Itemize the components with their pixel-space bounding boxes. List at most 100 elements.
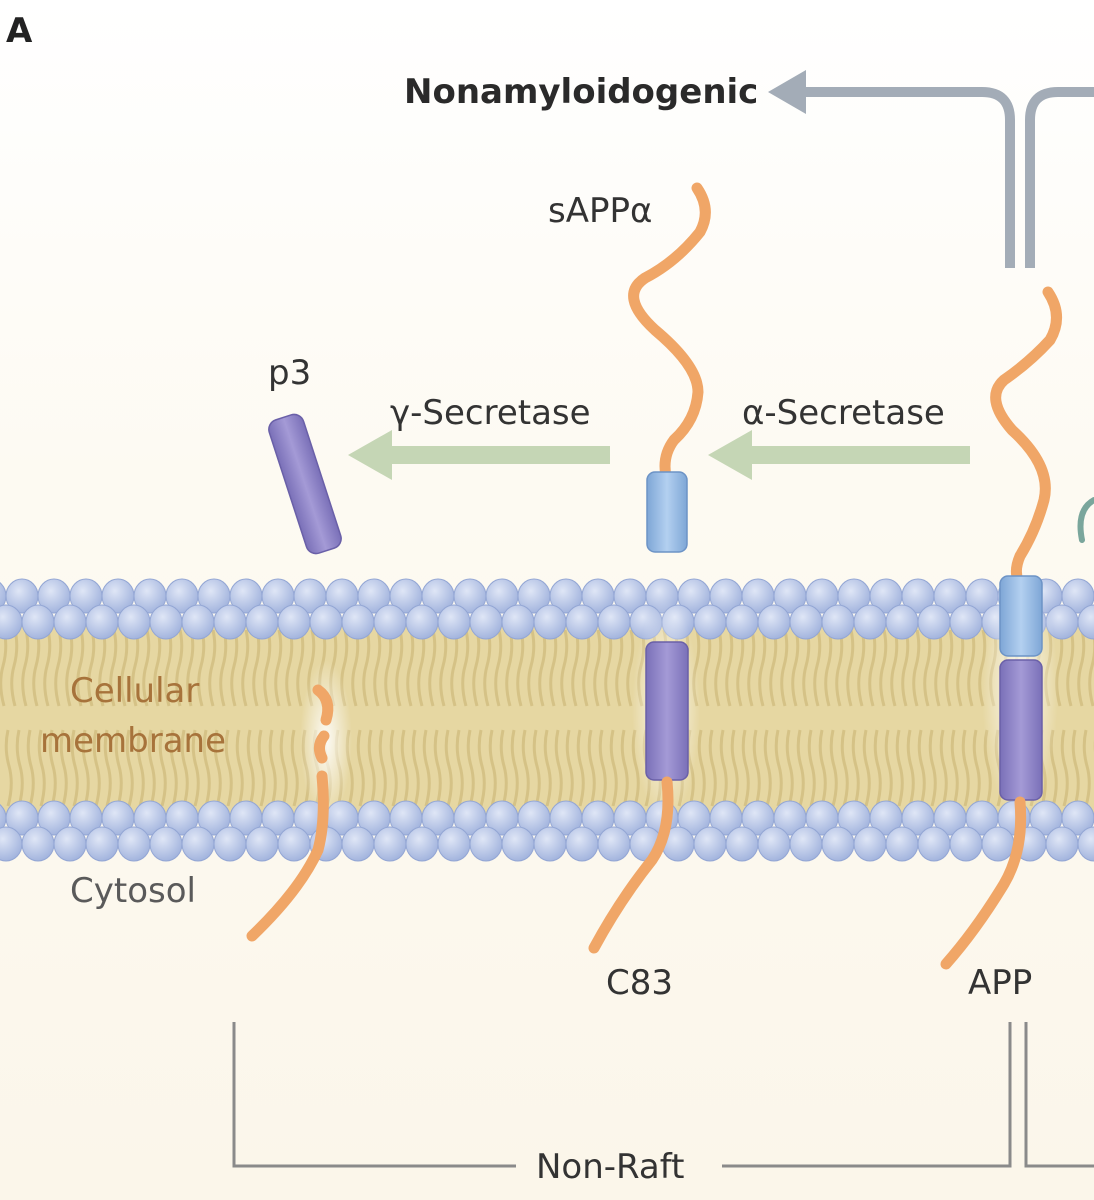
lipid-tail-upper	[109, 629, 118, 707]
lipid-head	[789, 826, 823, 862]
pathway-title: Nonamyloidogenic	[404, 72, 758, 112]
lipid-tail-upper	[758, 629, 767, 707]
lipid-tail-lower	[741, 729, 750, 807]
lipid-tail-upper	[604, 629, 613, 707]
lipid-tail-lower	[400, 729, 409, 807]
lipid-tail-upper	[76, 629, 85, 707]
lipid-head	[853, 826, 887, 862]
offscreen-protein	[1077, 497, 1094, 543]
lipid-tail-lower	[433, 729, 442, 807]
app-jm-domain	[999, 575, 1043, 657]
lipid-tail-upper	[208, 629, 217, 707]
lipid-head	[853, 604, 887, 640]
lipid-tail-lower	[4, 729, 13, 807]
lipid-tail-upper	[593, 629, 602, 707]
lipid-head	[917, 826, 951, 862]
lipid-tail-lower	[1060, 729, 1069, 807]
lipid-head	[437, 826, 471, 862]
alpha-secretase-label: α-Secretase	[742, 393, 945, 433]
alpha-secretase-arrowhead	[708, 430, 752, 480]
lipid-tail-lower	[37, 729, 46, 807]
lipid-tail-lower	[15, 729, 24, 807]
lipid-tail-lower	[81, 729, 90, 807]
lipid-head	[309, 604, 343, 640]
lipid-tail-lower	[587, 729, 596, 807]
lipid-tail-lower	[598, 729, 607, 807]
lipid-tail-lower	[862, 729, 871, 807]
lipid-tail-upper	[362, 629, 371, 707]
non-raft-label: Non-Raft	[536, 1147, 684, 1187]
lipid-tail-lower	[829, 729, 838, 807]
lipid-tail-upper	[527, 629, 536, 707]
lipid-tail-upper	[802, 629, 811, 707]
lipid-tail-upper	[428, 629, 437, 707]
lipid-tail-upper	[263, 629, 272, 707]
lipid-tail-upper	[626, 629, 635, 707]
membrane-label-line1: Cellular	[70, 671, 199, 711]
lipid-head	[117, 826, 151, 862]
lipid-tail-lower	[543, 729, 552, 807]
lipid-head	[245, 826, 279, 862]
lipid-tail-lower	[136, 729, 145, 807]
lipid-heads	[0, 578, 1094, 862]
c83-cytosolic-tail	[588, 776, 674, 954]
lipid-tail-upper	[1066, 629, 1075, 707]
lipid-head	[725, 604, 759, 640]
lipid-head	[533, 826, 567, 862]
lipid-tail-lower	[257, 729, 266, 807]
lipid-tail-upper	[395, 629, 404, 707]
lipid-tail-lower	[147, 729, 156, 807]
lipid-tail-lower	[59, 729, 68, 807]
lipid-tail-lower	[917, 729, 926, 807]
lipid-tail-upper	[505, 629, 514, 707]
lipid-head	[341, 826, 375, 862]
lipid-tail-upper	[923, 629, 932, 707]
lipid-tail-upper	[483, 629, 492, 707]
lipid-tail-lower	[730, 729, 739, 807]
lipid-head	[821, 826, 855, 862]
lipid-tail-lower	[488, 729, 497, 807]
lipid-tail-upper	[769, 629, 778, 707]
p3-fragment	[268, 413, 342, 555]
lipid-tail-upper	[835, 629, 844, 707]
lipid-tail-lower	[510, 729, 519, 807]
alpha-secretase-arrow-shaft	[742, 446, 970, 464]
lipid-tail-upper	[120, 629, 129, 707]
lipid-tail-upper	[978, 629, 987, 707]
lipid-tail-upper	[615, 629, 624, 707]
non-raft-bracket	[232, 1022, 1012, 1168]
lipid-tail-lower	[422, 729, 431, 807]
nonamyloidogenic-pathway-arrow	[800, 87, 1015, 268]
panel-letter: A	[6, 11, 33, 51]
lipid-head	[757, 826, 791, 862]
lipid-tail-upper	[714, 629, 723, 707]
lipid-tail-upper	[461, 629, 470, 707]
lipid-head	[277, 826, 311, 862]
lipid-tail-upper	[857, 629, 866, 707]
lipid-head	[277, 604, 311, 640]
lipid-tail-upper	[10, 629, 19, 707]
lipid-head	[533, 604, 567, 640]
lipid-head	[693, 826, 727, 862]
app-label: APP	[968, 963, 1032, 1003]
lipid-tail-lower	[906, 729, 915, 807]
lipid-tail-lower	[565, 729, 574, 807]
lipid-tail-upper	[813, 629, 822, 707]
lipid-tail-upper	[296, 629, 305, 707]
lipid-head	[821, 604, 855, 640]
lipid-tail-lower	[972, 729, 981, 807]
lipid-head	[917, 604, 951, 640]
gamma-secretase-label: γ-Secretase	[390, 393, 591, 433]
lipid-tail-lower	[818, 729, 827, 807]
lipid-tail-upper	[87, 629, 96, 707]
lipid-tail-upper	[417, 629, 426, 707]
gamma-secretase-arrow-shaft	[382, 446, 610, 464]
lipid-tail-lower	[928, 729, 937, 807]
lipid-tail-upper	[703, 629, 712, 707]
lipid-tail-lower	[884, 729, 893, 807]
lipid-head	[949, 604, 983, 640]
lipid-tail-upper	[230, 629, 239, 707]
lipid-tail-lower	[950, 729, 959, 807]
